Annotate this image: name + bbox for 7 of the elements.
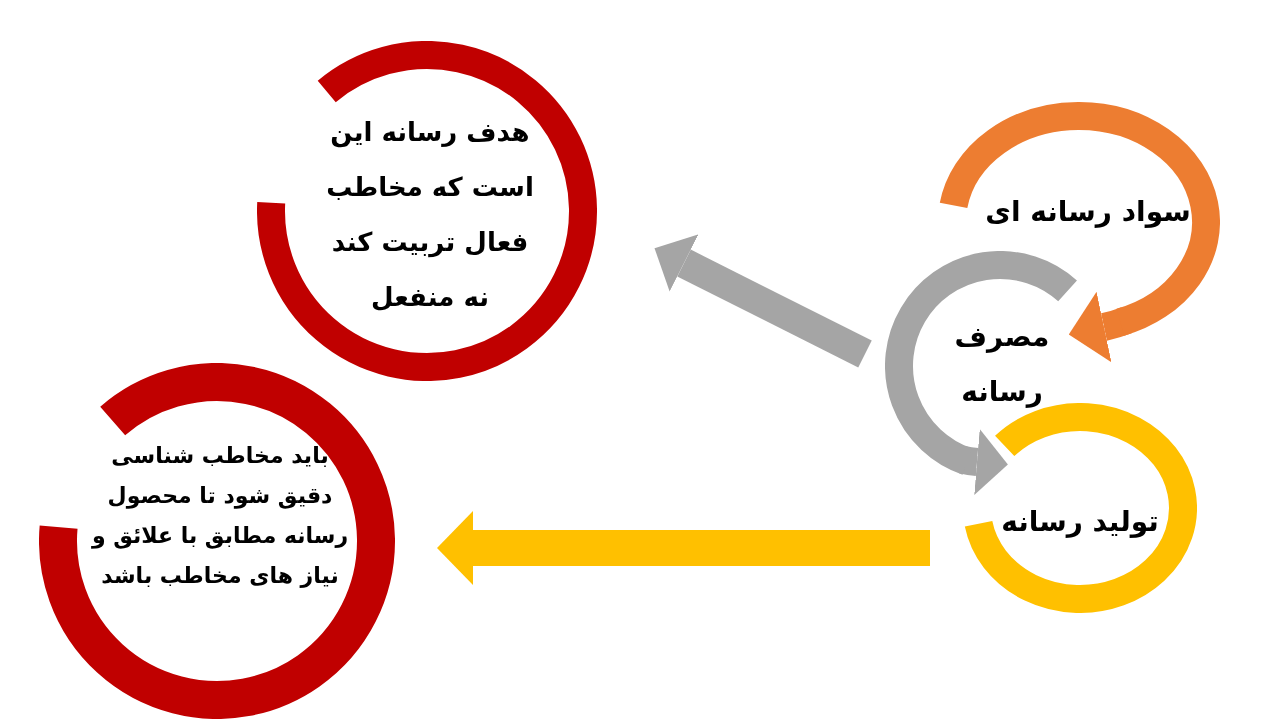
node-text: هدف رسانه این است که مخاطب فعال تربیت کند نه منفعل [325, 116, 535, 314]
node-text: باید مخاطب شناسی دقیق شود تا محصول رسانه مطابق با علائق و نیاز های مخاطب باشد [90, 442, 350, 590]
node-text: تولید رسانه [1000, 504, 1160, 540]
node-text: سواد رسانه ای [984, 194, 1192, 230]
node-text: مصرف رسانه [953, 319, 1051, 410]
block-arrow [654, 234, 872, 368]
block-arrow [437, 511, 930, 585]
